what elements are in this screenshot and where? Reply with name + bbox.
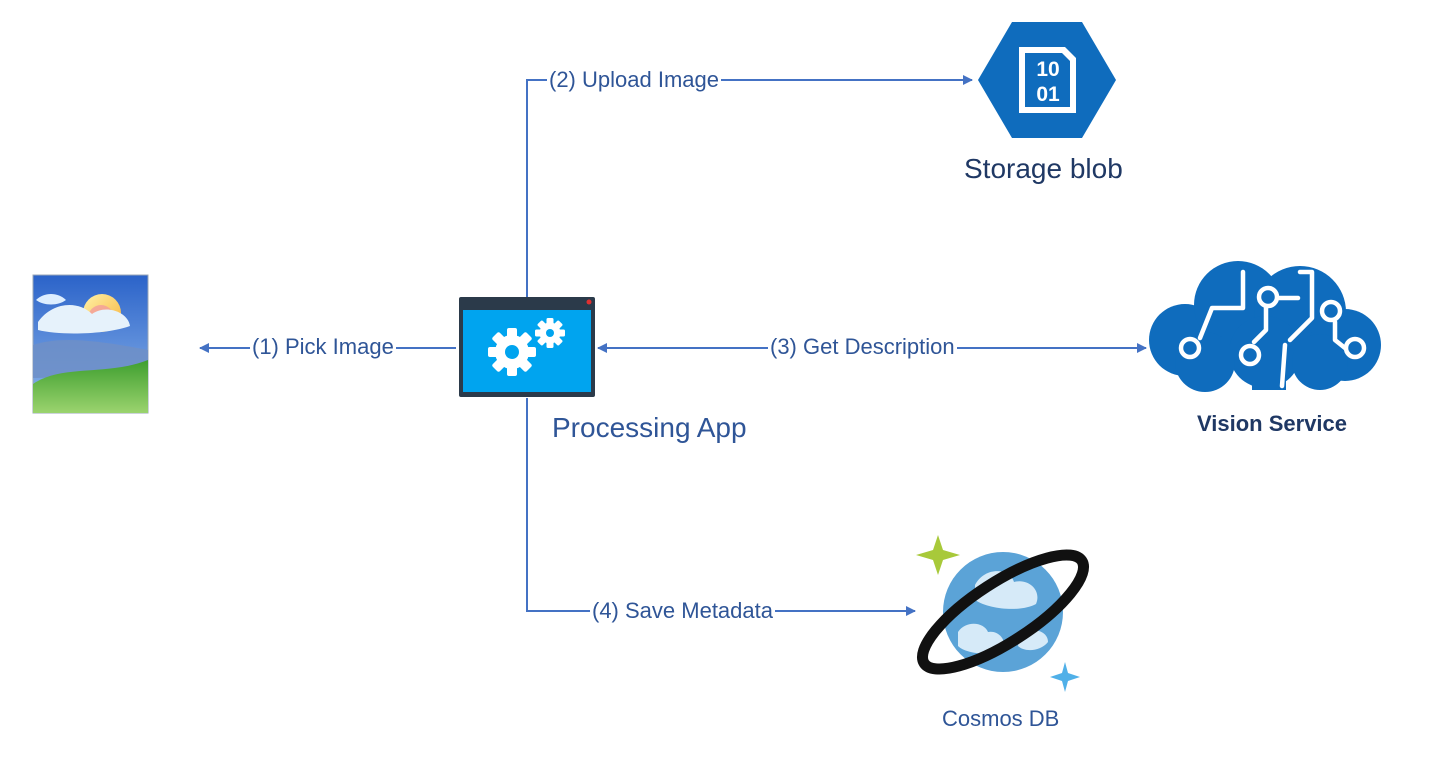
edge-label-upload-image: (2) Upload Image xyxy=(547,66,721,94)
node-label-processing-app: Processing App xyxy=(552,412,747,443)
node-label-storage-blob: Storage blob xyxy=(964,153,1123,184)
brain-circuit-icon[interactable] xyxy=(1149,261,1381,392)
connector-save-metadata xyxy=(526,398,916,616)
edge-label-save-metadata: (4) Save Metadata xyxy=(590,597,775,625)
edge-label-get-description: (3) Get Description xyxy=(768,333,957,361)
node-label-cosmos-db: Cosmos DB xyxy=(942,706,1060,731)
blob-glyph-bottom: 01 xyxy=(1036,83,1060,106)
gears-window-icon[interactable] xyxy=(459,297,595,397)
connector-upload-image xyxy=(526,75,973,298)
node-label-vision-service: Vision Service xyxy=(1197,411,1348,436)
planet-icon[interactable] xyxy=(908,535,1098,692)
edge-label-pick-image: (1) Pick Image xyxy=(250,333,396,361)
blob-glyph-top: 10 xyxy=(1036,58,1059,81)
blob-hexagon-icon[interactable]: 10 01 xyxy=(978,22,1116,138)
picture-icon[interactable] xyxy=(32,274,149,414)
